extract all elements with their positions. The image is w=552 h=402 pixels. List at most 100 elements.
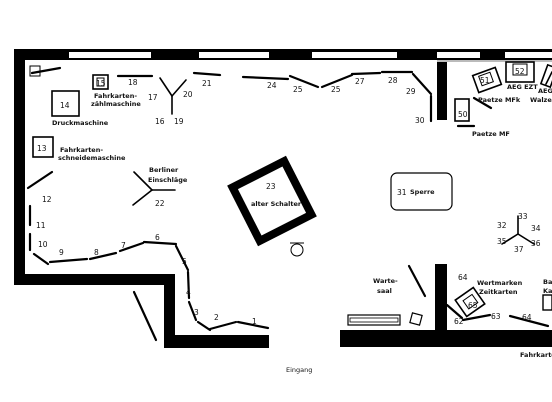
label-alter-schalter: alter Schalter <box>251 200 302 208</box>
label-wertmarken-1: Wertmarken <box>477 279 523 287</box>
exhibit-line <box>411 72 433 96</box>
bench <box>347 314 401 326</box>
label-n35: 35 <box>497 237 507 246</box>
object-50 <box>454 98 470 122</box>
label-zaehlmaschine-1: Fahrkarten- <box>94 92 137 100</box>
label-n62: 62 <box>454 317 464 326</box>
exhibit-line <box>350 71 382 76</box>
label-n37: 37 <box>514 245 524 254</box>
label-n52: 52 <box>515 67 525 76</box>
wall-top-pillar <box>269 49 312 60</box>
object-52 <box>505 61 535 83</box>
exhibit-line <box>508 314 550 328</box>
object-13 <box>32 136 54 158</box>
label-n5: 5 <box>182 257 187 266</box>
exhibit-line <box>407 264 427 298</box>
label-paetze-mf: Paetze MF <box>472 130 510 138</box>
object-52-inner <box>512 63 528 76</box>
stand-32-37 <box>501 215 535 245</box>
stand-22 <box>132 171 176 206</box>
label-eingang: Eingang <box>286 366 312 374</box>
label-n10: 10 <box>38 240 48 249</box>
wall-bottom-right <box>340 330 552 347</box>
window-frame <box>69 58 151 60</box>
exhibit-line <box>192 71 222 77</box>
label-n51: 51 <box>480 76 490 85</box>
label-zaehlmaschine-2: zählmaschine <box>91 100 141 108</box>
label-n36: 36 <box>531 239 541 248</box>
label-n27: 27 <box>355 77 365 86</box>
label-n34: 34 <box>531 224 541 233</box>
exhibit-line <box>236 320 270 330</box>
outer-walls <box>14 49 552 348</box>
label-n18: 18 <box>128 78 138 87</box>
exhibit-line <box>118 241 145 253</box>
label-n31: 31 <box>397 188 407 197</box>
label-aeg-walzen-1: AEG <box>538 87 552 95</box>
label-n4: 4 <box>186 288 191 297</box>
exhibit-line <box>472 96 493 110</box>
label-n32: 32 <box>497 221 507 230</box>
window-frame <box>69 49 151 52</box>
label-n3: 3 <box>194 308 199 317</box>
object-14 <box>51 90 80 117</box>
text-labels: Fahrkarten- zählmaschine Druckmaschine F… <box>52 83 552 374</box>
window-frame <box>199 49 269 52</box>
exhibit-line <box>142 240 178 246</box>
number-labels: 1 2 3 4 5 6 7 8 9 10 11 12 13 14 15 16 1… <box>36 67 541 326</box>
exhibit-line <box>132 290 158 342</box>
object-53 <box>539 63 552 89</box>
object-15 <box>92 74 109 90</box>
wall-left <box>14 49 25 284</box>
label-n2: 2 <box>214 313 219 322</box>
label-wartesaal-2: saal <box>377 287 392 295</box>
stand-partial <box>545 71 552 85</box>
object-15-inner <box>96 77 105 87</box>
label-n50: 50 <box>458 110 468 119</box>
label-n20: 20 <box>183 90 193 99</box>
label-n6: 6 <box>155 233 160 242</box>
label-wertmarken-2: Zeitkarten <box>479 288 518 296</box>
label-n63: 63 <box>491 312 501 321</box>
label-paetze-mfk: Paetze MFk <box>478 96 521 104</box>
alter-schalter <box>227 155 317 247</box>
label-sperre: Sperre <box>410 188 435 196</box>
label-n11: 11 <box>36 221 46 230</box>
wall-top-pillar <box>397 49 437 60</box>
object-65 <box>454 286 486 318</box>
label-wartesaal-1: Warte- <box>373 277 398 285</box>
wall-bottom-entrance <box>164 335 269 348</box>
label-n23: 23 <box>266 182 276 191</box>
lamp-object <box>290 242 304 257</box>
exhibit-line <box>187 300 198 322</box>
wall-top-left <box>14 49 69 60</box>
label-schneidemaschine-1: Fahrkarten- <box>60 146 103 154</box>
label-n25a: 25 <box>293 85 303 94</box>
exhibit-line <box>174 244 190 272</box>
schalter-inner <box>237 166 307 236</box>
exhibit-lines <box>26 66 550 342</box>
bench-inner <box>349 317 399 323</box>
label-berliner-1: Berliner <box>149 166 179 174</box>
label-n21: 21 <box>202 79 212 88</box>
label-n64a: 64 <box>458 273 468 282</box>
label-aeg-ezt: AEG EZT <box>507 83 538 91</box>
label-n30: 30 <box>415 116 425 125</box>
exhibit-line <box>26 170 54 190</box>
wall-top-pillar <box>480 49 505 60</box>
object-51-inner <box>478 71 494 87</box>
label-n16: 16 <box>155 117 165 126</box>
wall-bottom-left <box>14 274 166 285</box>
exhibit-line <box>32 252 50 266</box>
label-schneidemaschine-2: schneidemaschine <box>58 154 126 162</box>
objects <box>29 61 552 326</box>
label-n13: 13 <box>37 144 47 153</box>
label-fahrkarten-bottom: Fahrkarte <box>520 351 552 359</box>
label-n8: 8 <box>94 248 99 257</box>
corner-box <box>29 65 41 77</box>
wall-partition-high <box>437 60 447 120</box>
stands <box>132 71 552 245</box>
window-frame <box>312 58 397 60</box>
